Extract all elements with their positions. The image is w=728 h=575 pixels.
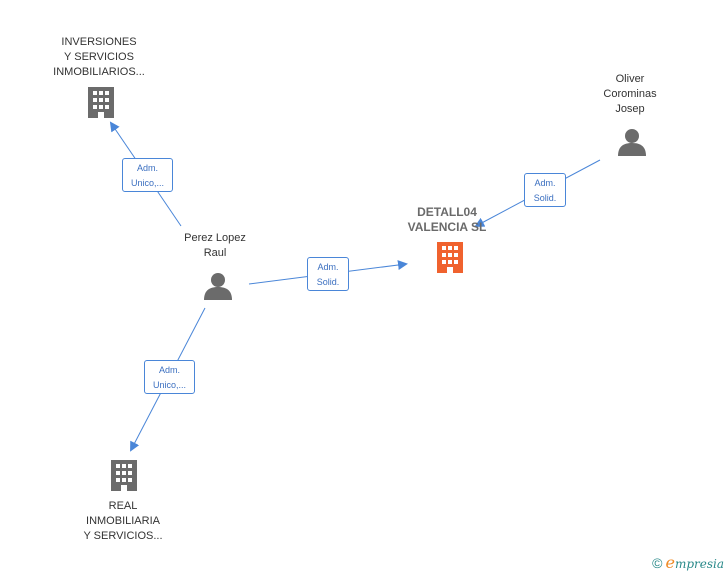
node-label-perez[interactable]: Perez Lopez Raul xyxy=(184,232,246,259)
edge-label-perez-real[interactable]: Adm. Unico,... xyxy=(144,360,195,394)
person-icon[interactable] xyxy=(617,127,647,157)
empresia-logo: empresia xyxy=(665,553,724,572)
node-label-inversiones[interactable]: INVERSIONES Y SERVICIOS INMOBILIARIOS... xyxy=(53,36,145,78)
building-icon[interactable] xyxy=(109,458,139,493)
building-icon[interactable] xyxy=(86,85,116,120)
node-label-detall[interactable]: DETALL04 VALENCIA SL xyxy=(407,205,487,234)
node-label-real[interactable]: REAL INMOBILIARIA Y SERVICIOS... xyxy=(83,500,163,542)
person-icon[interactable] xyxy=(203,271,233,301)
footer-brand: © empresia xyxy=(652,553,724,572)
building-icon-focus[interactable] xyxy=(434,240,466,275)
edge-label-oliver-detall[interactable]: Adm. Solid. xyxy=(524,173,566,207)
copyright-symbol: © xyxy=(652,554,663,571)
edge-label-perez-detall[interactable]: Adm. Solid. xyxy=(307,257,349,291)
edge-label-perez-inversiones[interactable]: Adm. Unico,... xyxy=(122,158,173,192)
node-label-oliver[interactable]: Oliver Corominas Josep xyxy=(603,73,657,115)
